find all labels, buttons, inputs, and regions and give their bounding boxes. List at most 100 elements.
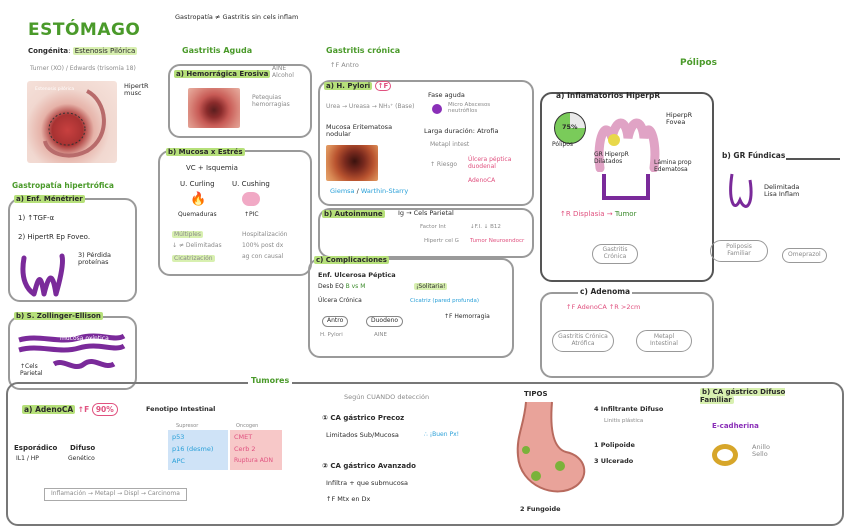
displasia-line: ↑R Displasia → Tumor [560, 210, 637, 218]
abscess-icon [432, 104, 442, 114]
precoz-desc: Limitados Sub/Mucosa [326, 431, 399, 439]
avanzado-title: ② CA gástrico Avanzado [322, 462, 416, 470]
hyperplastic-polyp-icon [594, 118, 660, 172]
stomach-tumor-icon [516, 401, 586, 493]
aguda-b-sub: VC + Isquemia [186, 164, 238, 172]
giemsa-label: Giemsa [330, 187, 355, 195]
pie-icon [554, 112, 586, 144]
b12-label: ↓F.I. ↓ B12 [470, 224, 501, 230]
segun-line: Según CUANDO detección [344, 393, 430, 401]
pyloric-image-label: Estenosis pilórica [35, 87, 75, 92]
antro-oval: Antro [322, 316, 349, 327]
polipos-label: Pólipos [552, 141, 574, 148]
poliploide-label: 1 Polipoide [594, 441, 635, 449]
brain-icon [242, 192, 260, 206]
difuso-familiar-text: b) CA gástrico Difuso Familiar [700, 388, 786, 405]
fundic-line [786, 158, 840, 160]
supresor-box [168, 430, 228, 470]
ptic-label: ↑PIC [244, 211, 259, 218]
ulcera-duodenal: Úlcera péptica duodenal [468, 156, 512, 170]
gastritis-cronica-oval: Gastritis Crónica [592, 244, 638, 264]
hipertrofica-title: Gastropatía hipertrófica [12, 181, 114, 190]
estres-desc-3: 100% post dx [242, 242, 284, 249]
tipos-title: TIPOS [524, 390, 548, 398]
complicaciones-title: c) Complicaciones [314, 256, 389, 264]
oncogen-3: Ruptura ADN [234, 457, 273, 464]
adenoma-c2: Metapl Intestinal [636, 330, 692, 352]
polyp-stalk-icon [602, 174, 650, 200]
menetrier-folds-icon [20, 253, 65, 297]
fungoide-label: 2 Fungoide [520, 505, 561, 513]
adenoma-title: c) Adenoma [578, 287, 633, 297]
aguda-a-note: AINE Alcohol [272, 65, 294, 79]
esporadico-label: Esporádico [14, 444, 58, 452]
adenoca-pct: 90% [91, 403, 118, 416]
metapl-intest: Metapl intest [430, 141, 470, 148]
zollinger-title-text: b) S. Zollinger-Ellison [14, 312, 103, 320]
ulcera-cronica: Úlcera Crónica [318, 297, 362, 304]
anillo-sello-label: Anillo Sello [752, 443, 770, 459]
hiperpl-fovea: HiperpR Fovea [666, 111, 693, 127]
antro-text: Antro [327, 317, 344, 324]
bvsm-label: B vs M [345, 283, 366, 290]
duodeno-oval: Duodeno [366, 316, 404, 327]
displasia-text: Displasia [572, 210, 605, 218]
zollinger-label1: mucosa oxíntica [60, 335, 109, 342]
supresor-3: APC [172, 457, 185, 465]
fire-icon: 🔥 [190, 192, 207, 207]
fase-aguda: Fase aguda [428, 91, 465, 99]
percent-label: 75% [562, 123, 578, 131]
curling-label: U. Curling [180, 180, 215, 188]
quemaduras-label: Quemaduras [178, 211, 217, 218]
congenita-value: Estenosis Pilórica [72, 47, 138, 55]
aguda-box [168, 64, 312, 138]
tumor-neuro: Tumor Neuroendocr [470, 238, 525, 244]
top-note: Gastropatía ≠ Gastritis sin cels inflam [175, 13, 299, 21]
adenoca-line: a) AdenoCA ↑F 90% [22, 403, 118, 416]
omeprazol-oval: Omeprazol [782, 248, 827, 263]
hpylori-title: a) H. Pylori ↑F [324, 81, 392, 91]
page-title: ESTÓMAGO [28, 20, 141, 40]
cushing-label: U. Cushing [232, 180, 270, 188]
precoz-note: ∴ ¡Buen Px! [424, 431, 460, 438]
aguda-title: Gastritis Aguda [182, 46, 253, 55]
adenoma-desc: ↑F AdenoCA ↑R >2cm [566, 303, 641, 311]
desbalance-line: Desb EQ B vs M [318, 283, 366, 291]
aguda-a-desc: Petequias hemorragias [252, 94, 290, 108]
mucosa-eritema: Mucosa Eritematosa nodular [326, 123, 393, 139]
estres-desc-4-text: Cicatrización [172, 255, 215, 262]
hpylori-note: H. Pylori [320, 332, 343, 338]
zollinger-mucosa-icon [18, 333, 126, 370]
oncogen-box [230, 430, 282, 470]
duodeno-text: Duodeno [371, 317, 399, 324]
stomach-sketch-icon [43, 89, 106, 158]
ulcerosa-title: Enf. Ulcerosa Péptica [318, 271, 396, 279]
zollinger-title: b) S. Zollinger-Ellison [14, 312, 103, 320]
zollinger-label2: ↑Cels Parietal [20, 363, 43, 377]
supresor-2: p16 (desme) [172, 445, 214, 453]
adenoma-c1: Gastritis Crónica Atrófica [552, 330, 614, 352]
menetrier-item-3: 3) Pérdida proteínas [78, 251, 112, 267]
riesgo-displasia: ↑R [560, 210, 571, 218]
hpylori-endoscopy-image [326, 145, 378, 181]
solitaria-label: ¡Solitaria! [414, 283, 448, 291]
supresor-label: Supresor [176, 423, 199, 429]
ureasa-line: Urea → Ureasa → NH₃⁺ (Base) [326, 103, 415, 110]
fenotipo-text: Fenotipo Intestinal [146, 405, 216, 413]
ring-icon [712, 444, 738, 466]
polipos-title: Pólipos [680, 58, 717, 68]
gr-hiperpl: GR HiperpR Dilatados [594, 151, 629, 165]
multiples-text: Múltiples [172, 231, 203, 238]
congenita-trisomy: Turner (XO) / Edwards (trisomía 18) [30, 65, 136, 72]
fundic-desc: Delimitada Lisa Inflam [764, 183, 800, 199]
supresor-1: p53 [172, 433, 185, 441]
autoinmune-box [318, 208, 534, 258]
stains-line: Giemsa / Warthin-Starry [330, 187, 409, 195]
linitis-label: Linitis plástica [604, 418, 644, 424]
difuso-familiar-title: b) CA gástrico Difuso Familiar [700, 388, 810, 405]
polipos-a-title: a) Inflamatorios HiperpR [556, 91, 661, 100]
oncogen-label: Oncogen [236, 423, 259, 429]
hemorragia-label: ↑F Hemorragia [444, 313, 490, 320]
fundic-gland-icon [729, 173, 753, 208]
complicaciones-box [308, 258, 514, 358]
